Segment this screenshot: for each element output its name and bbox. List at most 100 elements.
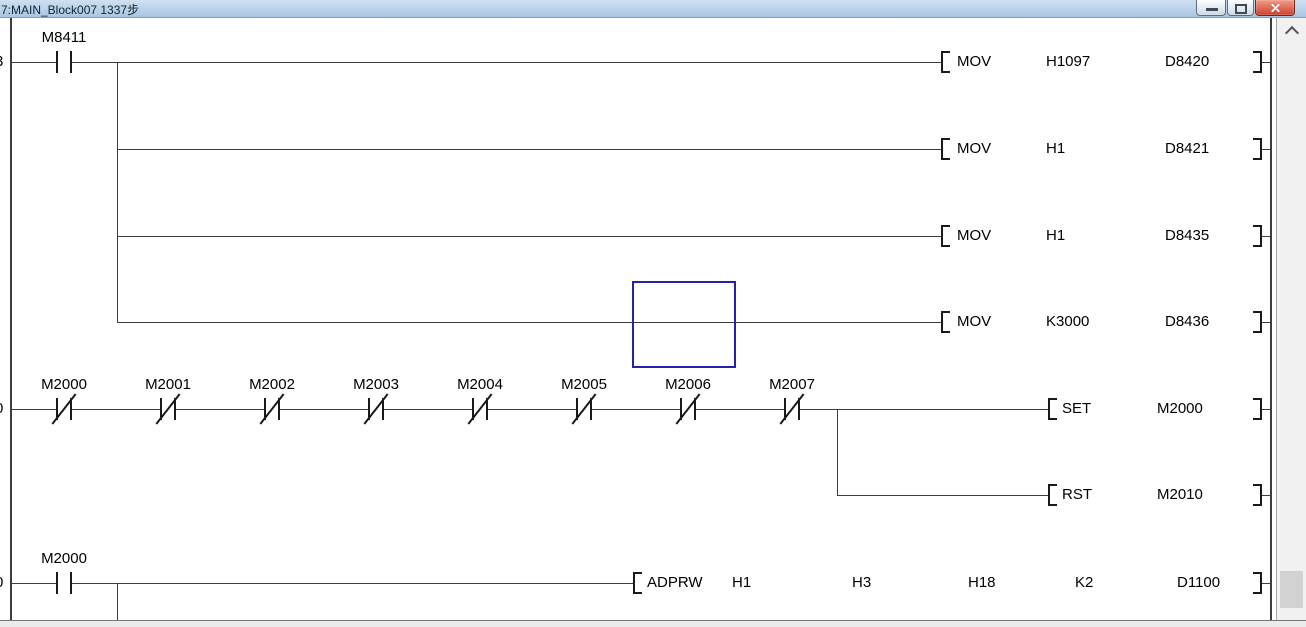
instruction-mnemonic[interactable]: MOV [957, 140, 992, 157]
wire-tick [1262, 149, 1270, 150]
rung-wire [11, 409, 1048, 410]
contact-gap [58, 582, 70, 585]
wire-tick [1262, 409, 1270, 410]
instruction-bracket-left [941, 51, 950, 53]
contact-M8411[interactable] [44, 46, 84, 78]
instruction-bracket-right [1253, 592, 1262, 594]
contact-M2005[interactable] [564, 393, 604, 425]
contact-M2000[interactable] [44, 567, 84, 599]
edit-cursor[interactable] [632, 281, 736, 368]
instruction-bracket-left [941, 311, 943, 333]
instruction-bracket-right [1253, 504, 1262, 506]
contact-M2001[interactable] [148, 393, 188, 425]
instruction-bracket-right [1253, 331, 1262, 333]
minimize-button[interactable] [1196, 0, 1226, 16]
contact-bar [368, 398, 370, 420]
close-button[interactable] [1255, 0, 1295, 16]
window-bottom-edge [0, 620, 1306, 627]
contact-bar [694, 398, 696, 420]
instruction-bracket-right [1253, 225, 1262, 227]
instruction-bracket-right [1253, 158, 1262, 160]
contact-bar [56, 51, 58, 73]
rung-wire [117, 322, 941, 323]
instruction-bracket-right [1260, 51, 1262, 73]
instruction-mnemonic[interactable]: SET [1062, 400, 1092, 417]
step-number: 3 [0, 53, 9, 71]
instruction-operand[interactable]: D1100 [1177, 574, 1221, 591]
instruction-bracket-right [1253, 245, 1262, 247]
instruction-operand[interactable]: D8421 [1165, 140, 1210, 157]
instruction-operand[interactable]: M2000 [1157, 400, 1203, 417]
instruction-operand[interactable]: H1 [1046, 227, 1066, 244]
scrollbar-thumb[interactable] [1280, 571, 1303, 608]
device-label: M2004 [457, 376, 503, 393]
left-power-rail [10, 18, 12, 620]
window-titlebar[interactable]: 7:MAIN_Block007 1337步 [0, 0, 1306, 18]
instruction-bracket-right [1260, 398, 1262, 420]
instruction-bracket-left [633, 572, 642, 574]
device-label: M2001 [145, 376, 191, 393]
instruction-operand[interactable]: D8435 [1165, 227, 1210, 244]
contact-bar [174, 398, 176, 420]
instruction-operand[interactable]: K2 [1075, 574, 1094, 591]
contact-bar [70, 51, 72, 73]
minimize-icon [1206, 8, 1218, 11]
restore-button[interactable] [1227, 0, 1254, 16]
instruction-mnemonic[interactable]: RST [1062, 486, 1092, 503]
instruction-operand[interactable]: H1 [732, 574, 752, 591]
instruction-operand[interactable]: H1 [1046, 140, 1066, 157]
contact-bar [680, 398, 682, 420]
contact-bar [798, 398, 800, 420]
device-label: M2000 [41, 550, 87, 567]
branch-wire [117, 583, 118, 620]
contact-M2006[interactable] [668, 393, 708, 425]
instruction-bracket-left [633, 572, 635, 594]
instruction-bracket-right [1253, 572, 1262, 574]
instruction-operand[interactable]: D8436 [1165, 313, 1210, 330]
contact-bar [486, 398, 488, 420]
wire-tick [1262, 495, 1270, 496]
wire-tick [1262, 583, 1270, 584]
instruction-bracket-left [1048, 484, 1050, 506]
scrollbar-up-button[interactable] [1277, 18, 1306, 44]
instruction-mnemonic[interactable]: MOV [957, 227, 992, 244]
instruction-bracket-left [1048, 418, 1057, 420]
device-label: M2002 [249, 376, 295, 393]
contact-bar [264, 398, 266, 420]
contact-M2002[interactable] [252, 393, 292, 425]
rung-wire [11, 62, 941, 63]
contact-M2007[interactable] [772, 393, 812, 425]
instruction-mnemonic[interactable]: MOV [957, 53, 992, 70]
instruction-bracket-left [941, 71, 950, 73]
contact-bar [590, 398, 592, 420]
instruction-bracket-right [1253, 71, 1262, 73]
window-title: 7:MAIN_Block007 1337步 [1, 3, 140, 17]
instruction-bracket-right [1253, 51, 1262, 53]
instruction-operand[interactable]: H1097 [1046, 53, 1091, 70]
instruction-bracket-right [1260, 225, 1262, 247]
instruction-bracket-left [941, 245, 950, 247]
instruction-bracket-left [941, 138, 943, 160]
instruction-operand[interactable]: K3000 [1046, 313, 1090, 330]
contact-bar [382, 398, 384, 420]
contact-M2000[interactable] [44, 393, 84, 425]
wire-tick [1262, 62, 1270, 63]
instruction-mnemonic[interactable]: ADPRW [647, 574, 703, 591]
contact-M2004[interactable] [460, 393, 500, 425]
instruction-bracket-left [1048, 484, 1057, 486]
instruction-bracket-left [941, 138, 950, 140]
rung-wire [117, 236, 941, 237]
instruction-bracket-left [1048, 398, 1057, 400]
wire-tick [1262, 236, 1270, 237]
instruction-bracket-left [941, 51, 943, 73]
vertical-scrollbar[interactable] [1276, 18, 1306, 620]
instruction-bracket-left [1048, 398, 1050, 420]
instruction-operand[interactable]: H3 [852, 574, 872, 591]
instruction-bracket-right [1253, 484, 1262, 486]
instruction-operand[interactable]: D8420 [1165, 53, 1210, 70]
contact-M2003[interactable] [356, 393, 396, 425]
instruction-bracket-left [633, 592, 642, 594]
instruction-operand[interactable]: H18 [968, 574, 996, 591]
instruction-mnemonic[interactable]: MOV [957, 313, 992, 330]
instruction-operand[interactable]: M2010 [1157, 486, 1203, 503]
